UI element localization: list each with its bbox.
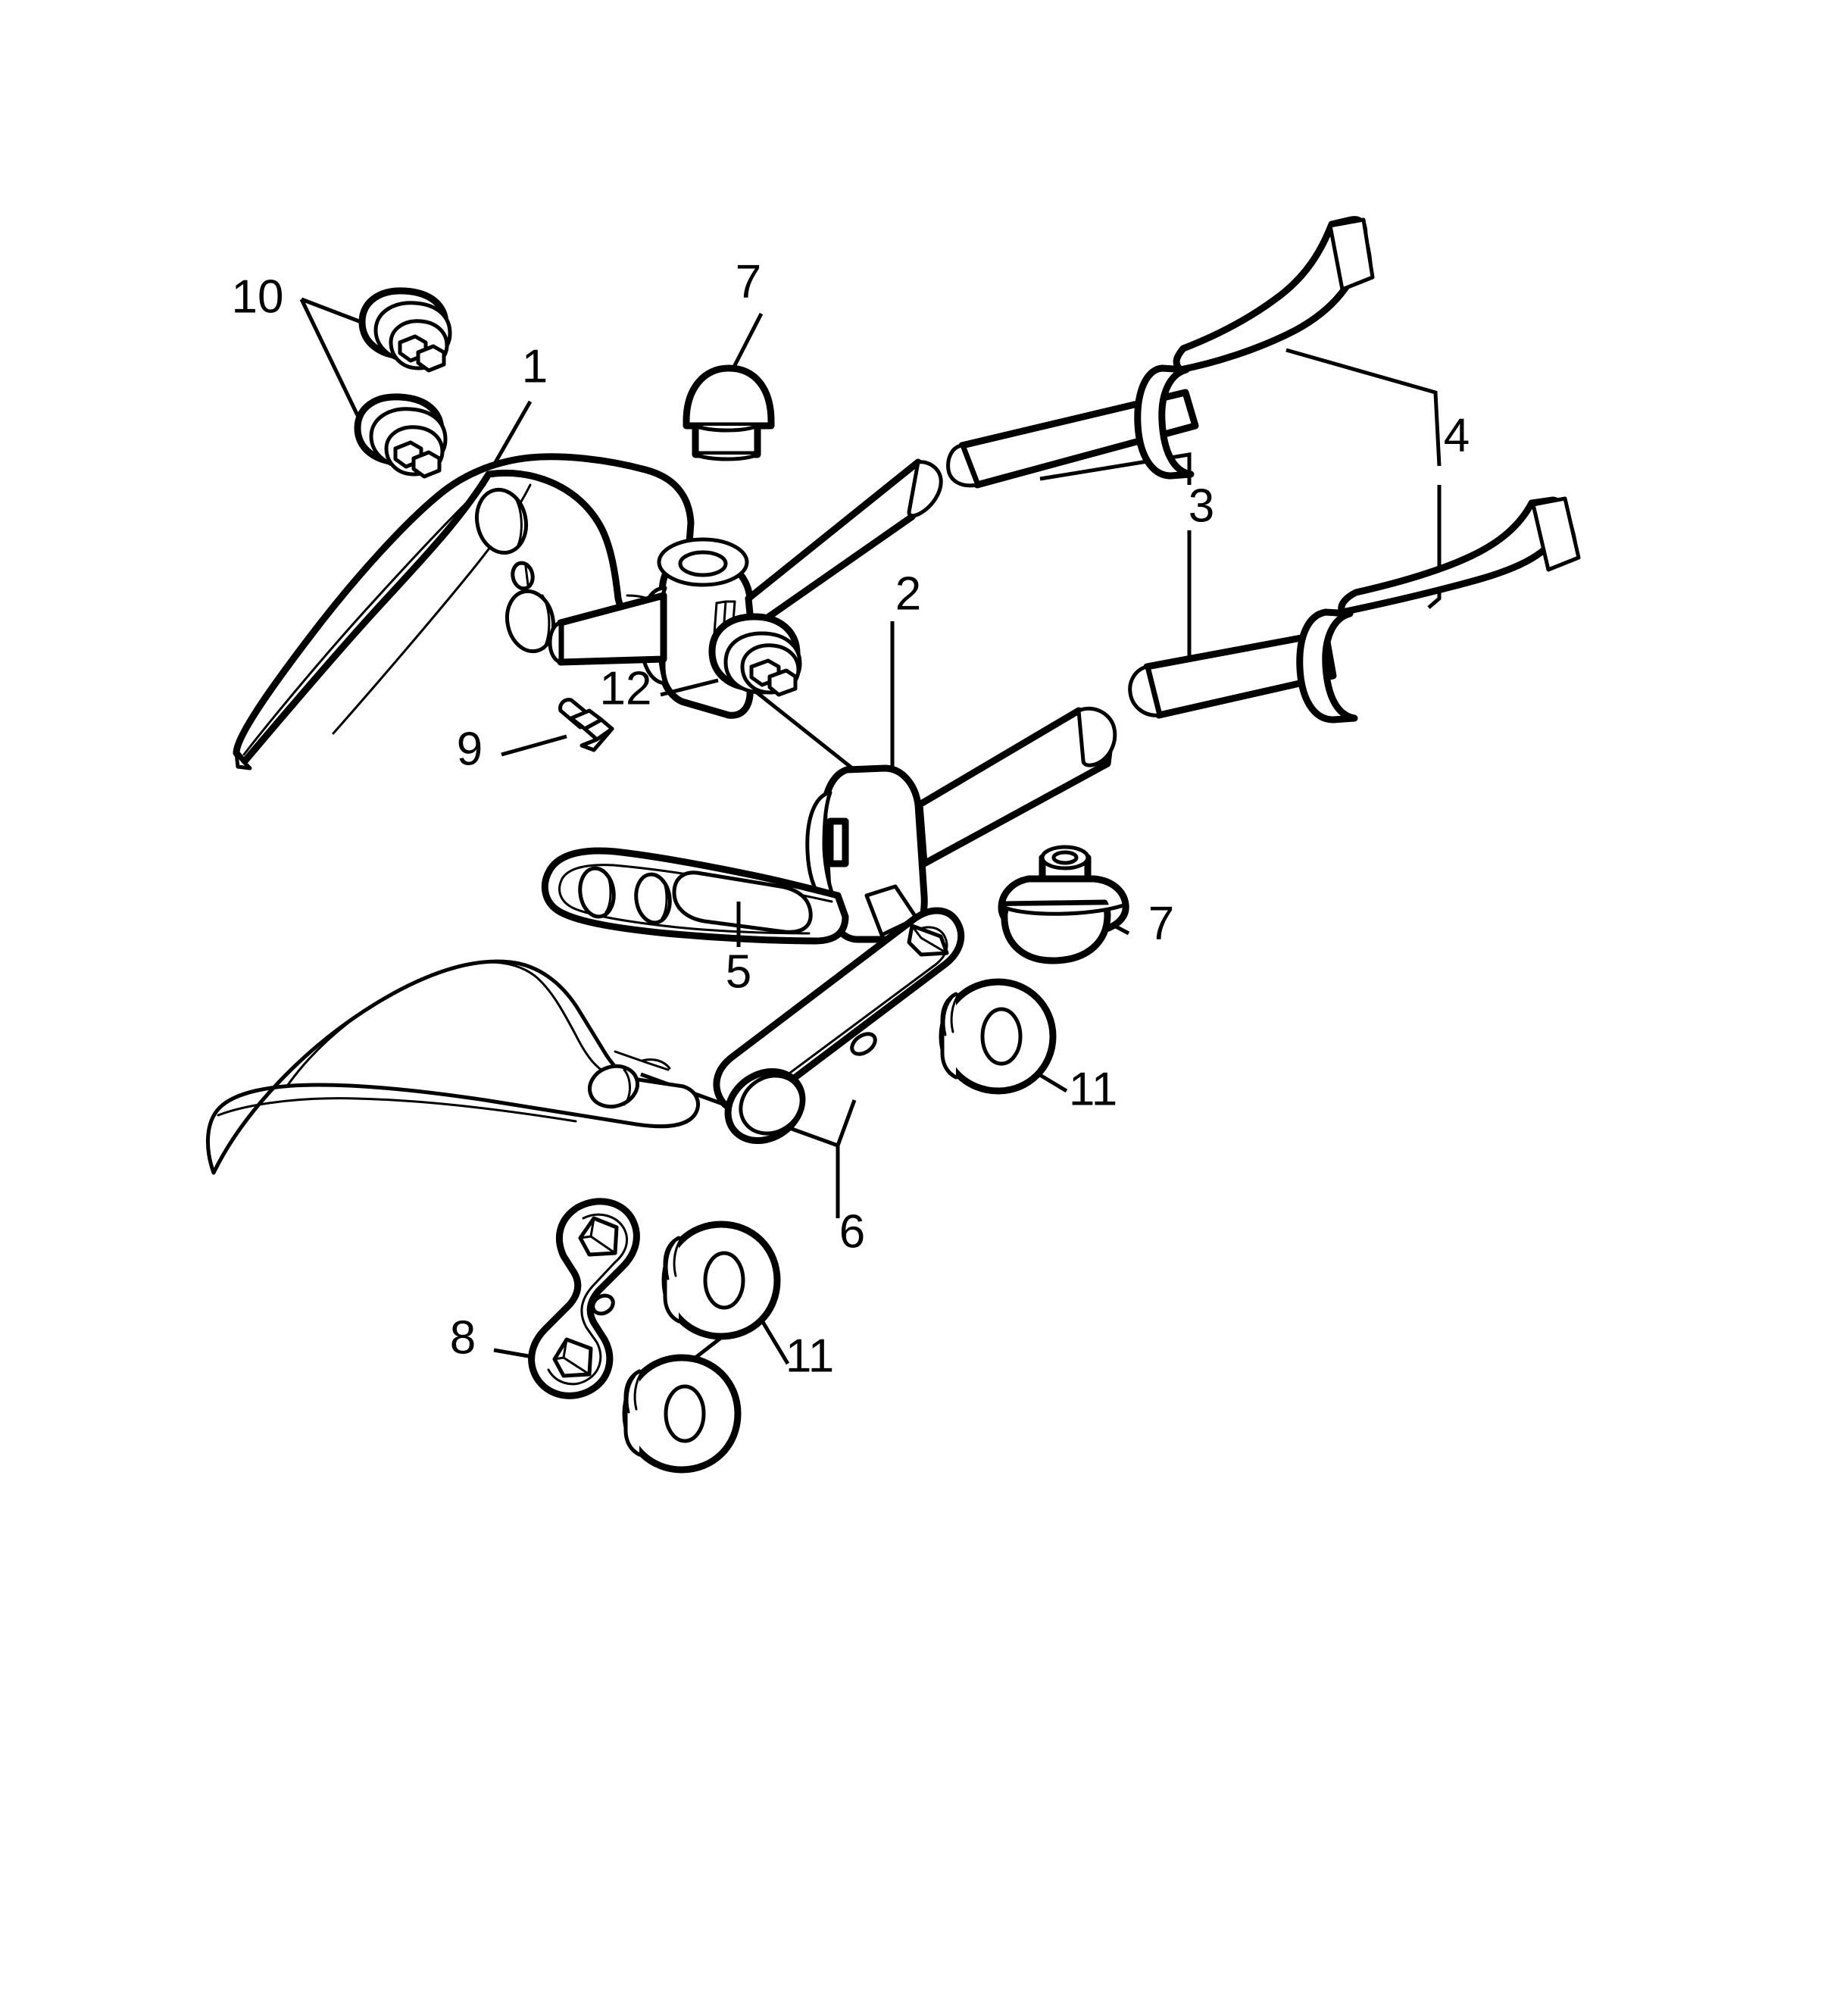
callout-label-4: 4 <box>1444 409 1470 461</box>
callout-label-11-right: 11 <box>1069 1063 1117 1115</box>
callout-label-8: 8 <box>450 1311 476 1364</box>
part-flange-nut-upper <box>358 287 452 373</box>
callout-label-10: 10 <box>232 270 284 323</box>
leader-4-upper <box>1285 348 1442 467</box>
part-brake-pedal-arm <box>713 907 965 1145</box>
part-grip-tube-lower <box>1128 630 1337 719</box>
part-hand-grip-lower <box>1296 496 1581 724</box>
part-shoulder-bolt-right <box>939 978 1057 1095</box>
part-set-screw <box>558 698 614 752</box>
part-bar-stub-left-upper <box>548 592 667 666</box>
part-throttle-lever <box>541 847 849 945</box>
leader-4-lower <box>1427 485 1442 609</box>
leader-7-upper <box>729 312 764 373</box>
part-shoulder-bolt-upper <box>661 1221 781 1340</box>
part-bar-stub-left-lower <box>826 817 849 867</box>
part-bar-stub-right-lower <box>916 706 1117 867</box>
callout-label-12: 12 <box>600 662 652 714</box>
callout-label-11-bottom: 11 <box>786 1330 834 1382</box>
callout-label-2: 2 <box>895 567 921 620</box>
callout-label-9: 9 <box>457 723 483 775</box>
callout-label-7-upper: 7 <box>736 255 761 308</box>
part-hand-grip-upper <box>1134 216 1375 480</box>
callout-label-7-lower: 7 <box>1148 897 1174 949</box>
part-rubber-cap <box>683 364 775 461</box>
callout-label-5: 5 <box>726 945 751 998</box>
part-brake-pedal-shroud <box>205 959 700 1175</box>
callout-label-6: 6 <box>839 1205 865 1258</box>
callout-label-3: 3 <box>1189 480 1214 532</box>
part-flange-nut-lower <box>354 393 448 479</box>
callout-label-1: 1 <box>522 340 548 392</box>
part-link-plate <box>528 1198 640 1399</box>
part-pivot-screw <box>708 613 802 697</box>
leader-12 <box>660 678 719 697</box>
part-shoulder-bolt-lower <box>622 1354 742 1474</box>
part-rubber-grommet <box>998 845 1129 964</box>
leader-9 <box>501 734 567 757</box>
